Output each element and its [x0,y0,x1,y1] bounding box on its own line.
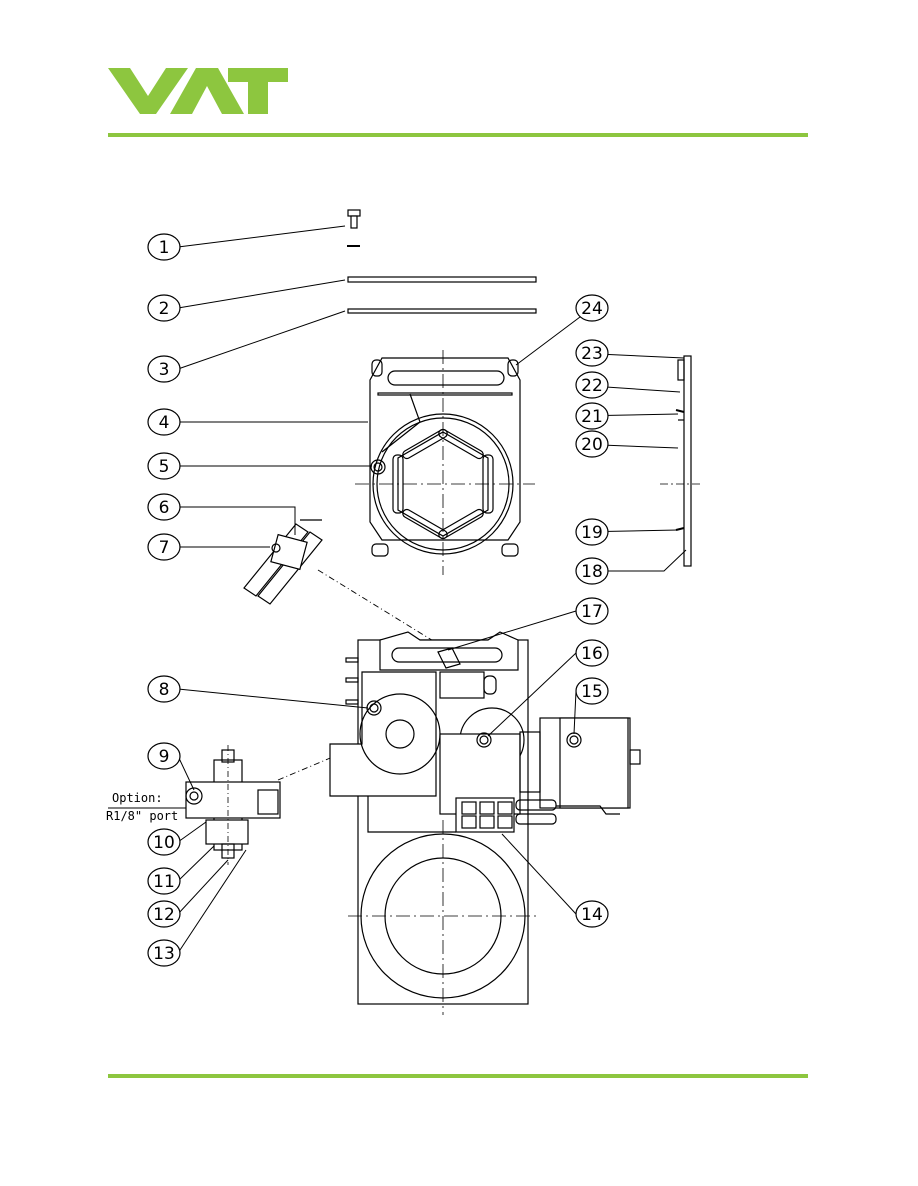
option-note-line1: Option: [112,791,163,805]
header-rule [108,133,808,137]
callout-24: 24 [581,299,603,319]
part-valve-body [329,631,641,1015]
callout-9: 9 [159,747,170,767]
logo-letter-v [108,68,188,114]
callout-3: 3 [159,360,170,380]
callout-1: 1 [159,238,170,258]
callout-22: 22 [581,376,603,396]
callout-15: 15 [581,682,603,702]
callout-20: 20 [581,435,603,455]
part-plate-side-section [660,355,700,567]
part-shaft-feedthrough [185,745,281,865]
part-strip-upper [347,276,537,283]
footer-rule [108,1074,808,1078]
callout-2: 2 [159,299,170,319]
callout-4: 4 [159,413,170,433]
part-lever [243,519,323,605]
callout-18: 18 [581,562,603,582]
callout-bubbles [147,233,609,967]
callout-6: 6 [159,498,170,518]
logo-letter-t [228,68,288,114]
callout-8: 8 [159,680,170,700]
callout-10: 10 [153,833,175,853]
callout-7: 7 [159,538,170,558]
callout-12: 12 [153,905,175,925]
vat-logo [108,68,288,114]
callout-17: 17 [581,602,603,622]
callout-14: 14 [581,905,603,925]
option-note-line2: R1/8" port [106,809,178,823]
callout-16: 16 [581,644,603,664]
part-screw [347,209,361,247]
assembly-line-lever [317,569,449,651]
logo-letter-a [170,68,244,114]
part-strip-lower [347,308,537,314]
callout-23: 23 [581,344,603,364]
callout-19: 19 [581,523,603,543]
callout-5: 5 [159,457,170,477]
callout-21: 21 [581,407,603,427]
callout-13: 13 [153,944,175,964]
part-gate-plate [355,350,535,575]
callout-11: 11 [153,872,175,892]
